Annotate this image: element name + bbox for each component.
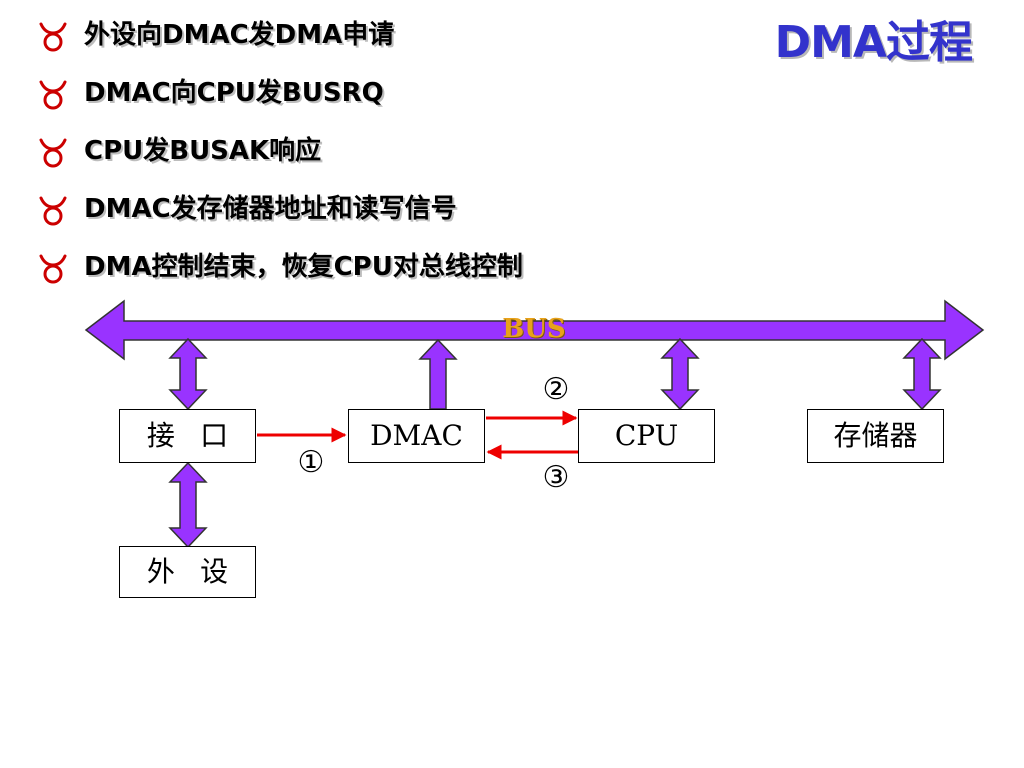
bullet-item: DMA控制结束，恢复CPU对总线控制 [36, 244, 756, 302]
peripheral-label: 外设 [146, 555, 254, 588]
dmac-box: DMAC [348, 409, 485, 463]
dmac-label: DMAC [370, 419, 463, 452]
step-2-marker: ② [542, 372, 570, 407]
taurus-symbol-icon [39, 80, 67, 110]
peripheral-box: 外设 [119, 546, 256, 598]
bullet-item: DMAC发存储器地址和读写信号 [36, 186, 756, 244]
bullet-item: DMAC向CPU发BUSRQ [36, 70, 756, 128]
taurus-symbol-icon [39, 22, 67, 52]
bus-label: BUS [502, 314, 566, 344]
interface-peripheral-arrow [168, 461, 208, 549]
dmac-bus-arrow [418, 338, 458, 410]
interface-box: 接口 [119, 409, 256, 463]
system-bus-arrow [84, 299, 985, 361]
interface-label: 接口 [146, 419, 254, 452]
bullet-text: 外设向DMAC发DMA申请 [84, 20, 395, 50]
slide-title: DMA过程 [774, 17, 973, 68]
bullet-list: 外设向DMAC发DMA申请 DMAC向CPU发BUSRQ CPU发BUSAK响应… [36, 12, 756, 302]
step-3-marker: ③ [542, 460, 570, 495]
bullet-item: CPU发BUSAK响应 [36, 128, 756, 186]
bullet-text: DMAC发存储器地址和读写信号 [84, 194, 457, 224]
bullet-text: DMA控制结束，恢复CPU对总线控制 [84, 252, 523, 282]
bullet-text: CPU发BUSAK响应 [84, 136, 322, 166]
cpu-bus-arrow [660, 337, 700, 411]
bullet-item: 外设向DMAC发DMA申请 [36, 12, 756, 70]
cpu-box: CPU [578, 409, 715, 463]
memory-bus-arrow [902, 337, 942, 411]
taurus-symbol-icon [39, 138, 67, 168]
interface-bus-arrow [168, 337, 208, 411]
memory-label: 存储器 [833, 419, 918, 452]
taurus-symbol-icon [39, 254, 67, 284]
bullet-text: DMAC向CPU发BUSRQ [84, 78, 384, 108]
taurus-symbol-icon [39, 196, 67, 226]
step-1-marker: ① [297, 445, 325, 480]
cpu-label: CPU [614, 419, 679, 452]
memory-box: 存储器 [807, 409, 944, 463]
